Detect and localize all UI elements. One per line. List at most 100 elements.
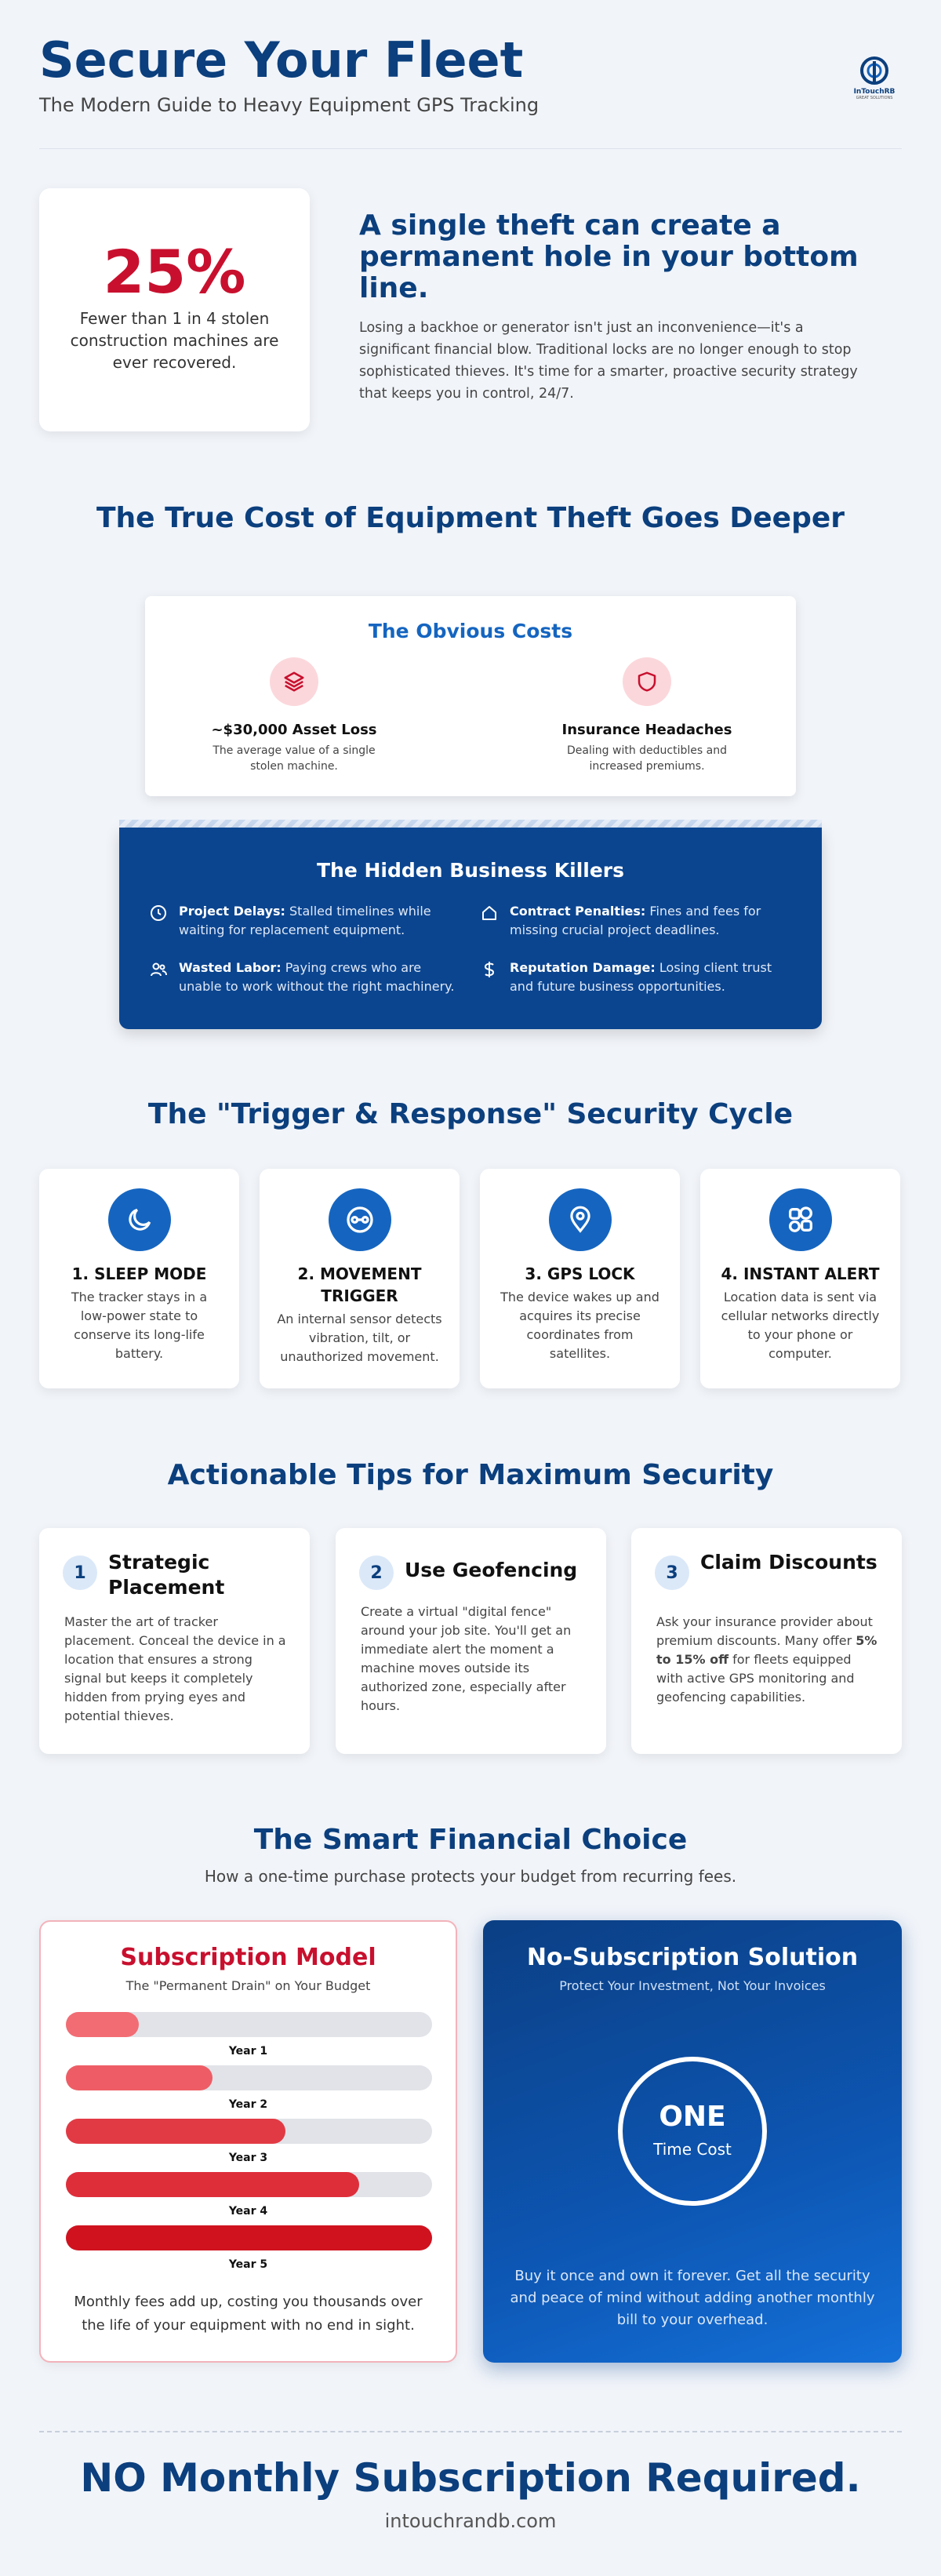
shapes-icon — [769, 1188, 832, 1251]
company-logo[interactable]: InTouchRB GREAT SOLUTIONS — [847, 55, 902, 110]
hidden-cost-desc: Paying crews who are unable to work with… — [179, 960, 455, 994]
logo-tagline: GREAT SOLUTIONS — [856, 96, 893, 100]
obvious-cost-item: Insurance Headaches Dealing with deducti… — [529, 657, 765, 774]
hidden-cost-label: Contract Penalties: — [510, 904, 646, 919]
hidden-costs-title: The Hidden Business Killers — [316, 859, 625, 882]
moon-icon — [108, 1188, 171, 1251]
bar-track — [66, 2225, 432, 2250]
bar-track — [66, 2119, 432, 2144]
no-subscription-title: No-Subscription Solution — [526, 1944, 859, 1971]
tip-card: 3 Claim Discounts Ask your insurance pro… — [631, 1528, 902, 1754]
stat-value: 25% — [103, 237, 246, 307]
bar-label: Year 1 — [228, 2045, 268, 2058]
decorative-stripe — [119, 820, 822, 828]
bar-fill — [66, 2172, 359, 2197]
cycle-step-desc: Location data is sent via cellular netwo… — [721, 1290, 880, 1361]
hidden-cost-desc: Losing client trust and future business … — [510, 960, 772, 994]
tip-number-badge: 3 — [655, 1555, 689, 1590]
cycle-step-card: 1. SLEEP MODE The tracker stays in a low… — [39, 1169, 239, 1388]
cycle-title: The "Trigger & Response" Security Cycle — [147, 1098, 794, 1130]
ring-sub-text: Time Cost — [653, 2140, 732, 2159]
hidden-cost-item: Contract Penalties: Fines and fees for m… — [480, 902, 786, 940]
tip-desc: Master the art of tracker placement. Con… — [64, 1614, 286, 1723]
tip-title: Use Geofencing — [405, 1559, 578, 1581]
obvious-cost-label: ~$30,000 Asset Loss — [211, 722, 377, 738]
cycle-step-card: 4. INSTANT ALERT Location data is sent v… — [700, 1169, 900, 1388]
no-subscription-note: Buy it once and own it forever. Get all … — [510, 2268, 875, 2328]
no-subscription-tag: Protect Your Investment, Not Your Invoic… — [559, 1978, 826, 1993]
ring-main-text: ONE — [659, 2101, 726, 2133]
discount-highlight: 5% to 15% off — [656, 1633, 877, 1667]
obvious-costs-card: The Obvious Costs ~$30,000 Asset Loss Th… — [145, 596, 796, 796]
shield-icon — [623, 657, 671, 706]
cycle-step-desc: An internal sensor detects vibration, ti… — [277, 1312, 442, 1364]
tip-card: 2 Use Geofencing Create a virtual "digit… — [336, 1528, 606, 1754]
true-cost-title: The True Cost of Equipment Theft Goes De… — [96, 502, 845, 534]
tip-number-badge: 2 — [359, 1555, 394, 1590]
no-subscription-card: No-Subscription Solution Protect Your In… — [483, 1920, 902, 2363]
obvious-cost-desc: The average value of a single stolen mac… — [213, 744, 376, 773]
bar-track — [66, 2172, 432, 2197]
tip-title: Strategic Placement — [108, 1551, 225, 1599]
bar-label: Year 3 — [228, 2152, 268, 2164]
bar-fill — [66, 2225, 432, 2250]
footer-title: NO Monthly Subscription Required. — [80, 2455, 861, 2501]
cycle-step-card: 2. MOVEMENT TRIGGER An internal sensor d… — [260, 1169, 460, 1388]
hidden-cost-desc: Fines and fees for missing crucial proje… — [510, 904, 761, 937]
bar-fill — [66, 2119, 285, 2144]
page-subtitle: The Modern Guide to Heavy Equipment GPS … — [39, 94, 540, 116]
cycle-step-title: 4. INSTANT ALERT — [721, 1264, 880, 1283]
tip-card: 1 Strategic Placement Master the art of … — [39, 1528, 310, 1754]
subscription-title: Subscription Model — [120, 1944, 376, 1971]
logo-text: InTouchRB — [853, 88, 896, 96]
users-icon — [151, 962, 167, 977]
intro-heading: A single theft can create a permanent ho… — [359, 209, 859, 304]
bar-label: Year 2 — [228, 2098, 268, 2111]
hidden-cost-item: Project Delays: Stalled timelines while … — [149, 902, 455, 940]
financial-title: The Smart Financial Choice — [253, 1824, 688, 1856]
one-time-cost-ring: ONE Time Cost — [618, 2057, 767, 2206]
tips-title: Actionable Tips for Maximum Security — [167, 1459, 774, 1491]
layers-icon — [270, 657, 318, 706]
hidden-cost-item: Reputation Damage: Losing client trust a… — [480, 959, 786, 996]
tip-number-badge: 1 — [63, 1555, 97, 1590]
cycle-step-title: 1. SLEEP MODE — [71, 1264, 207, 1283]
cycle-step-title: 2. MOVEMENT TRIGGER — [297, 1264, 422, 1305]
cycle-step-title: 3. GPS LOCK — [525, 1264, 635, 1283]
header: Secure Your Fleet The Modern Guide to He… — [39, 31, 902, 149]
map-pin-icon — [549, 1188, 612, 1251]
tip-desc: Create a virtual "digital fence" around … — [361, 1604, 572, 1713]
bar-label: Year 4 — [228, 2205, 268, 2218]
cycle-step-desc: The device wakes up and acquires its pre… — [500, 1290, 659, 1361]
obvious-costs-title: The Obvious Costs — [368, 620, 573, 642]
financial-subtitle: How a one-time purchase protects your bu… — [204, 1867, 737, 1886]
intro-body: Losing a backhoe or generator isn't just… — [359, 320, 858, 402]
bar-label: Year 5 — [228, 2258, 268, 2271]
bar-track — [66, 2012, 432, 2037]
hidden-cost-label: Reputation Damage: — [510, 960, 656, 975]
cycle-step-desc: The tracker stays in a low-power state t… — [71, 1290, 208, 1361]
subscription-model-card: Subscription Model The "Permanent Drain"… — [39, 1920, 457, 2363]
footer-divider — [39, 2431, 902, 2432]
hidden-cost-item: Wasted Labor: Paying crews who are unabl… — [149, 959, 455, 996]
stat-text: Fewer than 1 in 4 stolen construction ma… — [70, 309, 279, 372]
bar-fill — [66, 2065, 213, 2090]
subscription-tag: The "Permanent Drain" on Your Budget — [125, 1978, 371, 1993]
hidden-cost-label: Wasted Labor: — [179, 960, 282, 975]
house-icon — [482, 906, 496, 920]
hidden-costs-card: The Hidden Business Killers Project Dela… — [119, 828, 822, 1029]
footer-url[interactable]: intouchrandb.com — [384, 2510, 557, 2532]
hidden-cost-label: Project Delays: — [179, 904, 285, 919]
tip-title: Claim Discounts — [700, 1551, 877, 1574]
clock-icon — [151, 905, 166, 921]
bar-track — [66, 2065, 432, 2090]
hidden-cost-desc: Stalled timelines while waiting for repl… — [179, 904, 431, 937]
cycle-step-card: 3. GPS LOCK The device wakes up and acqu… — [480, 1169, 680, 1388]
page-title: Secure Your Fleet — [39, 31, 524, 89]
logo-mark-icon — [860, 56, 888, 85]
sensor-icon — [329, 1188, 391, 1251]
tip-desc: Ask your insurance provider about premiu… — [656, 1614, 877, 1705]
obvious-cost-desc: Dealing with deductibles and increased p… — [567, 744, 727, 773]
obvious-cost-item: ~$30,000 Asset Loss The average value of… — [176, 657, 412, 774]
